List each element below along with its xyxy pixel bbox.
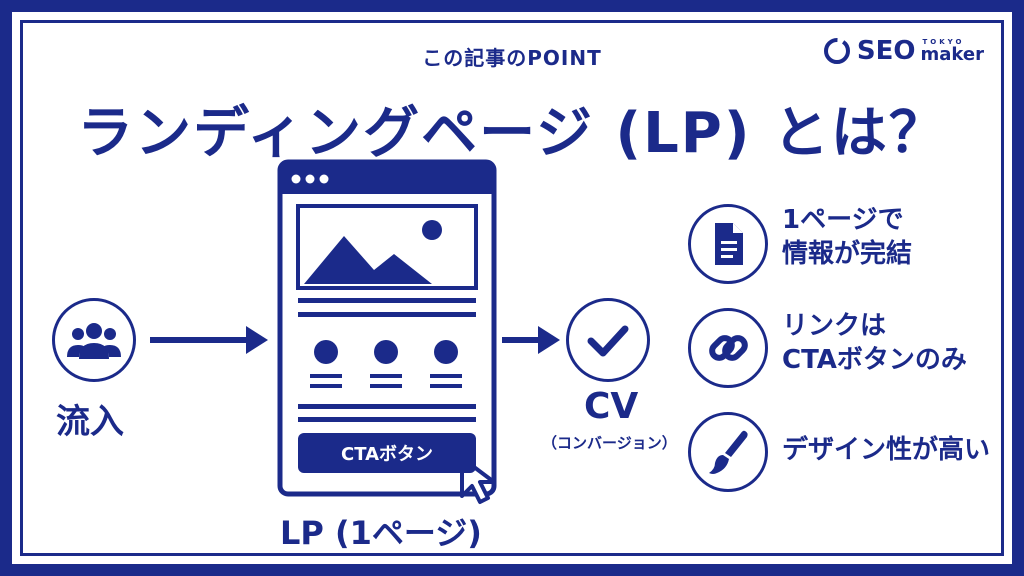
- feature-circle-link: [688, 308, 768, 388]
- feature-text-document: 1ページで 情報が完結: [782, 204, 912, 272]
- feature-circle-paintbrush: [688, 412, 768, 492]
- article-point-kicker: この記事のPOINT: [422, 46, 602, 70]
- feature-line: 1ページで: [782, 205, 904, 235]
- logo-sub-bottom: maker: [920, 43, 984, 65]
- feature-line: CTAボタンのみ: [782, 344, 967, 375]
- document-icon: [715, 223, 743, 265]
- browser-window-icon: [277, 159, 497, 497]
- inflow-label: 流入: [56, 402, 124, 442]
- logo-sub-top: TOKYO: [922, 37, 965, 46]
- users-icon: [67, 323, 121, 359]
- cv-sublabel: （コンバージョン）: [542, 434, 677, 452]
- link-icon: [709, 335, 748, 361]
- feature-line: 情報が完結: [782, 238, 913, 269]
- logo-brand-text: SEO: [856, 36, 916, 66]
- lp-label: LP (1ページ): [280, 514, 482, 552]
- arrow-right-icon: [150, 326, 268, 354]
- feature-line: リンクは: [782, 311, 887, 341]
- slide-title: ランディングページ (LP) とは？: [77, 101, 947, 166]
- feature-line: デザイン性が高い: [782, 435, 991, 465]
- feature-circle-document: [688, 204, 768, 284]
- logo-ring-icon: [823, 38, 850, 64]
- inflow-circle: [52, 298, 136, 382]
- arrow-right-icon: [502, 326, 560, 354]
- seo-tokyo-maker-logo: SEO TOKYO maker: [822, 36, 984, 66]
- cta-button: CTAボタン: [298, 433, 476, 473]
- cv-label: CV: [584, 386, 639, 427]
- paintbrush-icon: [709, 430, 748, 474]
- cv-circle: [566, 298, 650, 382]
- slide-frame: [20, 20, 1004, 556]
- flow-diagram-graphics: [150, 159, 560, 504]
- feature-text-paintbrush: デザイン性が高い: [782, 434, 990, 468]
- feature-text-link: リンクは CTAボタンのみ: [782, 310, 967, 378]
- checkmark-icon: [587, 325, 629, 357]
- slide-canvas: この記事のPOINT SEO TOKYO maker ランディングページ (LP…: [12, 12, 1012, 564]
